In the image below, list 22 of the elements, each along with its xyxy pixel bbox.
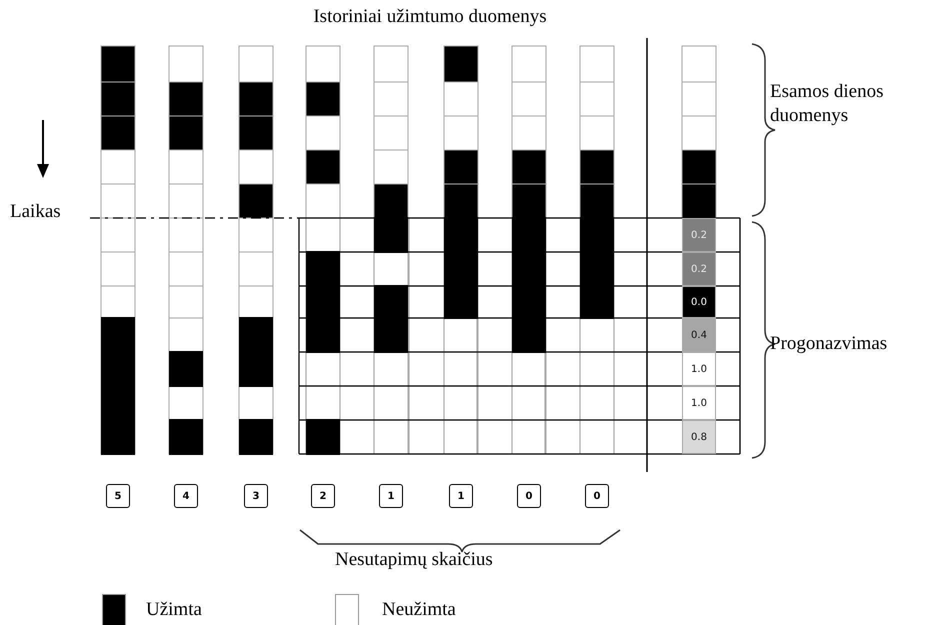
mismatch-count: 2 <box>311 484 335 508</box>
legend-label: Užimta <box>146 598 202 622</box>
mismatch-count: 4 <box>174 484 198 508</box>
mismatch-count: 0 <box>585 484 609 508</box>
forecast-cell: 0.2 <box>682 218 716 252</box>
forecast-cell: 0.4 <box>682 318 716 352</box>
annotation: Nesutapimų skaičius <box>335 548 493 572</box>
forecast-cell: 1.0 <box>682 352 716 386</box>
forecast-cell: 0.2 <box>682 252 716 286</box>
mismatch-count: 0 <box>517 484 541 508</box>
diagram-title: Istoriniai užimtumo duomenys <box>312 6 548 28</box>
forecast-cell: 0.8 <box>682 420 716 454</box>
forecast-cell: 0.0 <box>682 286 716 318</box>
forecast-cell: 1.0 <box>682 386 716 420</box>
mismatch-count: 1 <box>379 484 403 508</box>
annotation: Esamos dienos duomenys <box>770 80 884 128</box>
mismatch-count: 5 <box>106 484 130 508</box>
legend-label: Neužimta <box>382 598 456 622</box>
annotation: Progonazvimas <box>770 332 888 356</box>
axis-label: Laikas <box>10 200 61 224</box>
mismatch-count: 1 <box>449 484 473 508</box>
mismatch-count: 3 <box>244 484 268 508</box>
